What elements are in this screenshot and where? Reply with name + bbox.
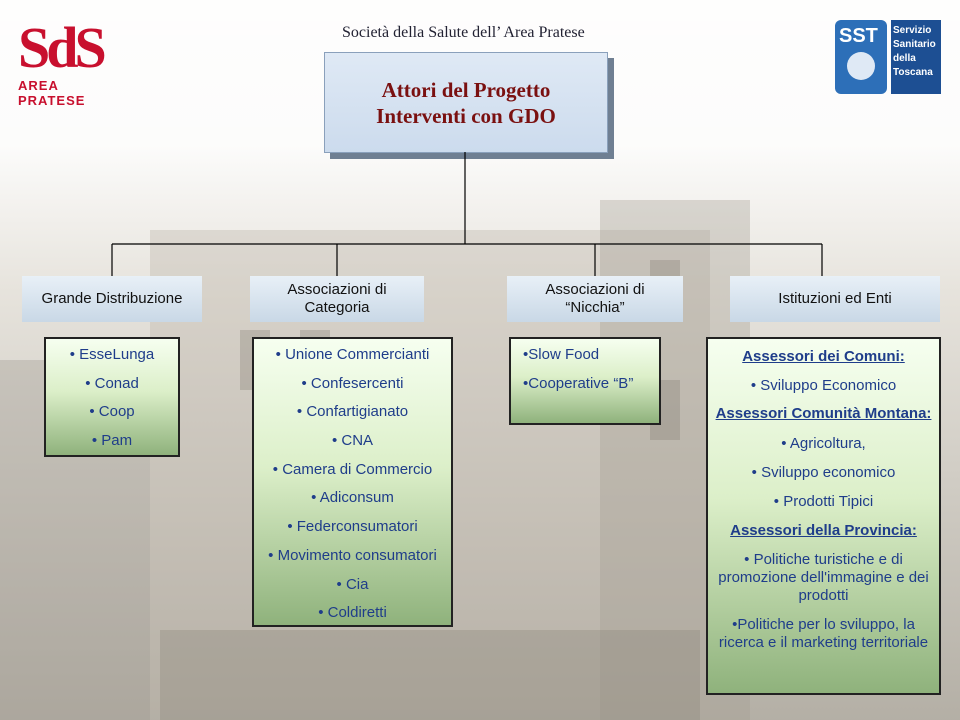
list-item: • Camera di Commercio	[272, 460, 433, 478]
project-title-line1: Attori del Progetto	[381, 77, 551, 102]
list-item: • Cia	[336, 575, 369, 593]
sds-logo: SdS AREA PRATESE	[18, 15, 108, 109]
category-label: Associazioni di Categoria	[287, 281, 387, 316]
list-item: • Confesercenti	[301, 374, 404, 392]
list-item: • Movimento consumatori	[268, 546, 437, 564]
comuni-heading: Assessori dei Comuni:	[742, 348, 905, 365]
list-item: • Adiconsum	[311, 489, 394, 507]
category-associazioni-categoria: Associazioni di Categoria	[250, 276, 424, 322]
list-item: • Sviluppo Economico	[750, 377, 897, 394]
sst-logo: SST Servizio Sanitario della Toscana	[835, 20, 941, 94]
category-istituzioni-enti: Istituzioni ed Enti	[730, 276, 940, 322]
sds-logo-text: SdS	[18, 15, 107, 80]
project-title-box: Attori del Progetto Interventi con GDO	[324, 52, 608, 153]
list-item: • Pam	[91, 432, 133, 450]
page-header-title: Società della Salute dell’ Area Pratese	[342, 24, 585, 41]
list-item: •Cooperative “B”	[523, 374, 634, 392]
list-item: • Politiche turistiche e di promozione d…	[718, 551, 929, 604]
montana-heading: Assessori Comunità Montana:	[715, 405, 932, 422]
list-item: • Unione Commercianti	[275, 346, 430, 363]
provincia-heading: Assessori della Provincia:	[730, 522, 917, 539]
list-item: • Federconsumatori	[287, 518, 418, 536]
category-grande-distribuzione: Grande Distribuzione	[22, 276, 202, 322]
category-label: Grande Distribuzione	[41, 290, 183, 307]
category-associazioni-nicchia: Associazioni di “Nicchia”	[507, 276, 683, 322]
list-item: • Confartigianato	[296, 403, 409, 421]
list-item: • Coldiretti	[318, 604, 387, 622]
category-label: Associazioni di “Nicchia”	[545, 281, 645, 316]
associazioni-nicchia-list: •Slow Food •Cooperative “B”	[509, 337, 661, 425]
associazioni-categoria-list: • Unione Commercianti • Confesercenti • …	[252, 337, 453, 627]
list-item: • EsseLunga	[69, 346, 155, 363]
list-item: • Prodotti Tipici	[773, 493, 874, 510]
sds-logo-sub: AREA PRATESE	[18, 78, 86, 108]
sst-logo-sub: Servizio Sanitario della Toscana	[893, 25, 936, 78]
istituzioni-enti-list: Assessori dei Comuni: • Sviluppo Economi…	[706, 337, 941, 695]
list-item: • Conad	[85, 374, 139, 392]
list-item: • Coop	[89, 403, 135, 421]
project-title-line2: Interventi con GDO	[376, 103, 556, 128]
category-label: Istituzioni ed Enti	[778, 290, 892, 307]
grande-distribuzione-list: • EsseLunga • Conad • Coop • Pam	[44, 337, 180, 457]
list-item: •Politiche per lo sviluppo, la ricerca e…	[718, 616, 929, 651]
list-item: •Slow Food	[523, 346, 600, 363]
list-item: • Agricoltura,	[781, 435, 866, 452]
list-item: • Sviluppo economico	[751, 464, 896, 481]
sst-logo-text: SST	[839, 25, 878, 47]
list-item: • CNA	[331, 432, 374, 450]
sst-logo-graphic: SST	[835, 20, 941, 94]
